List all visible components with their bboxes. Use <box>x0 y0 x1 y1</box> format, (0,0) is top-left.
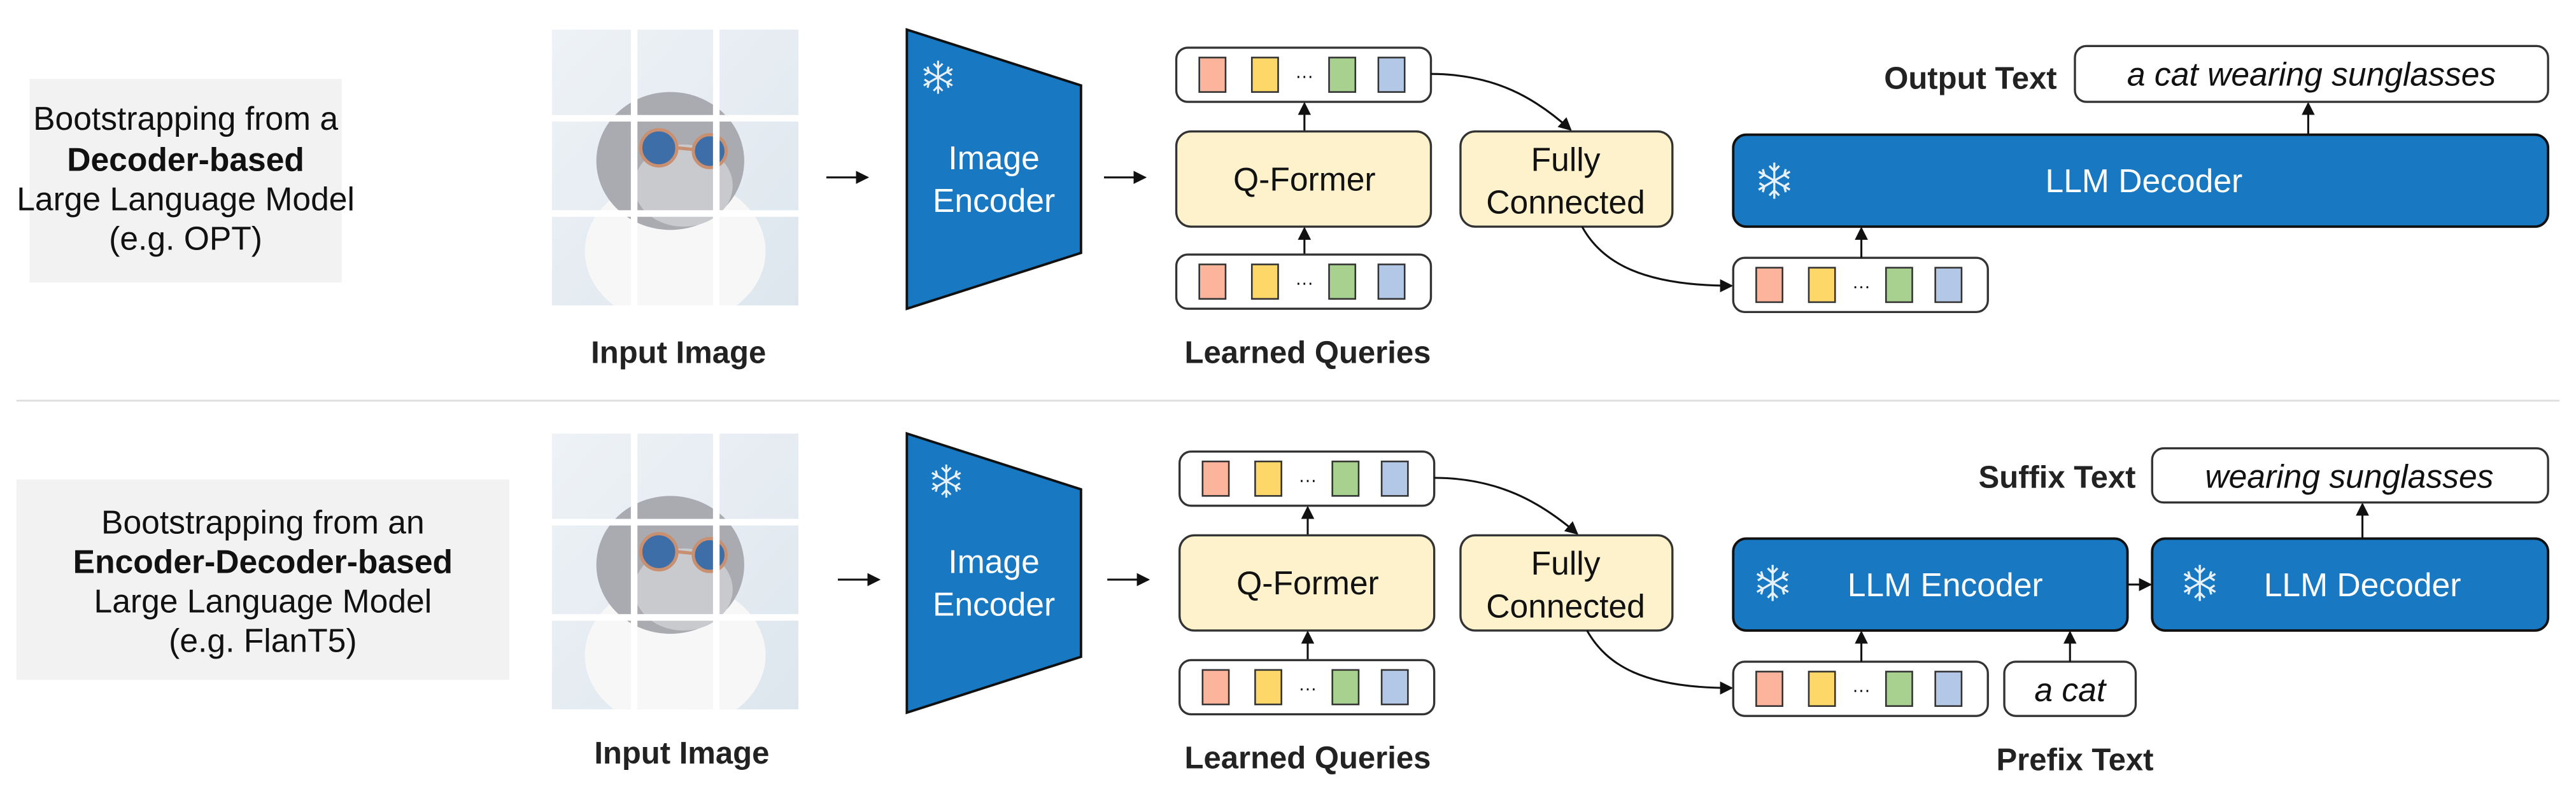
description-line: (e.g. OPT) <box>109 220 262 256</box>
description-line: Large Language Model <box>17 180 355 217</box>
fully-connected <box>1459 534 1674 632</box>
llm-encoder-label: LLM Encoder <box>1848 566 2043 603</box>
description-line: Bootstrapping from a <box>33 100 338 137</box>
llm-decoder <box>1732 133 2550 228</box>
query-token <box>1331 669 1360 706</box>
suffix-text-label: Suffix Text <box>1979 460 2136 494</box>
query-token <box>1198 263 1227 300</box>
image-encoder-label: Encoder <box>933 182 1055 219</box>
description-line: (e.g. FlanT5) <box>169 622 357 659</box>
image-encoder-label: Encoder <box>933 586 1055 623</box>
query-token <box>1201 669 1230 706</box>
input-image-label: Input Image <box>591 335 766 370</box>
suffix-text-box <box>2151 447 2549 504</box>
description-panel <box>16 479 509 680</box>
projected-tokens: ··· <box>1732 660 1989 717</box>
curved-arrow <box>1581 226 1734 293</box>
learned-query-tokens: ··· <box>1175 253 1433 310</box>
query-token <box>1198 57 1227 93</box>
projected-tokens: ··· <box>1732 256 1989 314</box>
learned-queries-label: Learned Queries <box>1185 741 1431 776</box>
ellipsis: ··· <box>1296 66 1313 87</box>
query-token <box>1380 669 1409 706</box>
query-token <box>1328 57 1357 93</box>
query-token <box>1377 263 1406 300</box>
top-pipeline: Bootstrapping from a Decoder-based Large… <box>17 27 2550 370</box>
query-token <box>1254 669 1282 706</box>
query-output-tokens: ··· <box>1178 450 1436 507</box>
query-token <box>1377 57 1406 93</box>
input-image-label: Input Image <box>594 736 769 771</box>
description-line: Bootstrapping from an <box>101 504 425 541</box>
learned-queries-label: Learned Queries <box>1185 335 1431 370</box>
bottom-pipeline: Bootstrapping from an Encoder-Decoder-ba… <box>16 431 2550 777</box>
fully-connected <box>1459 130 1674 228</box>
query-token <box>1755 671 1783 707</box>
output-text: a cat wearing sunglasses <box>2127 55 2496 92</box>
llm-decoder-label: LLM Decoder <box>2046 162 2243 199</box>
image-encoder <box>905 431 1082 715</box>
ellipsis: ··· <box>1296 273 1313 293</box>
output-text-label: Output Text <box>1884 61 2056 95</box>
fully-connected-label: Connected <box>1486 184 1645 221</box>
fully-connected-label: Fully <box>1531 141 1601 178</box>
ellipsis: ··· <box>1299 679 1317 699</box>
input-cat-image <box>552 30 798 325</box>
ellipsis: ··· <box>1299 470 1317 491</box>
learned-query-tokens: ··· <box>1178 659 1436 716</box>
llm-decoder-label: LLM Decoder <box>2264 566 2461 603</box>
query-token <box>1250 263 1279 300</box>
prefix-text-label: Prefix Text <box>1996 743 2153 777</box>
query-token <box>1331 460 1360 497</box>
fully-connected-label: Fully <box>1531 545 1601 582</box>
q-former-label: Q-Former <box>1236 564 1379 601</box>
query-token <box>1755 267 1783 304</box>
output-text-box <box>2074 45 2549 103</box>
query-token <box>1885 267 1913 304</box>
q-former-label: Q-Former <box>1233 160 1376 197</box>
suffix-text: wearing sunglasses <box>2205 457 2493 494</box>
query-token <box>1328 263 1357 300</box>
description-line: Large Language Model <box>94 583 432 620</box>
query-token <box>1808 267 1836 304</box>
image-encoder <box>905 27 1082 311</box>
query-token <box>1250 57 1279 93</box>
llm-decoder <box>2151 537 2550 632</box>
ellipsis: ··· <box>1852 680 1870 701</box>
query-token <box>1934 671 1963 707</box>
prefix-text: a cat <box>2034 671 2107 708</box>
query-token <box>1934 267 1963 304</box>
description-line-bold: Decoder-based <box>67 141 304 178</box>
query-token <box>1254 460 1282 497</box>
query-token <box>1885 671 1913 707</box>
curved-arrow <box>1586 630 1734 695</box>
curved-arrow <box>1434 477 1579 535</box>
ellipsis: ··· <box>1852 276 1870 297</box>
query-token <box>1201 460 1230 497</box>
description-panel <box>29 78 342 283</box>
query-token <box>1808 671 1836 707</box>
curved-arrow <box>1431 73 1572 131</box>
fully-connected-label: Connected <box>1486 587 1645 624</box>
image-encoder-label: Image <box>948 139 1039 176</box>
description-line-bold: Encoder-Decoder-based <box>73 543 453 580</box>
input-cat-image <box>552 433 798 729</box>
query-token <box>1380 460 1409 497</box>
image-encoder-label: Image <box>948 543 1039 580</box>
query-output-tokens: ··· <box>1175 46 1433 103</box>
